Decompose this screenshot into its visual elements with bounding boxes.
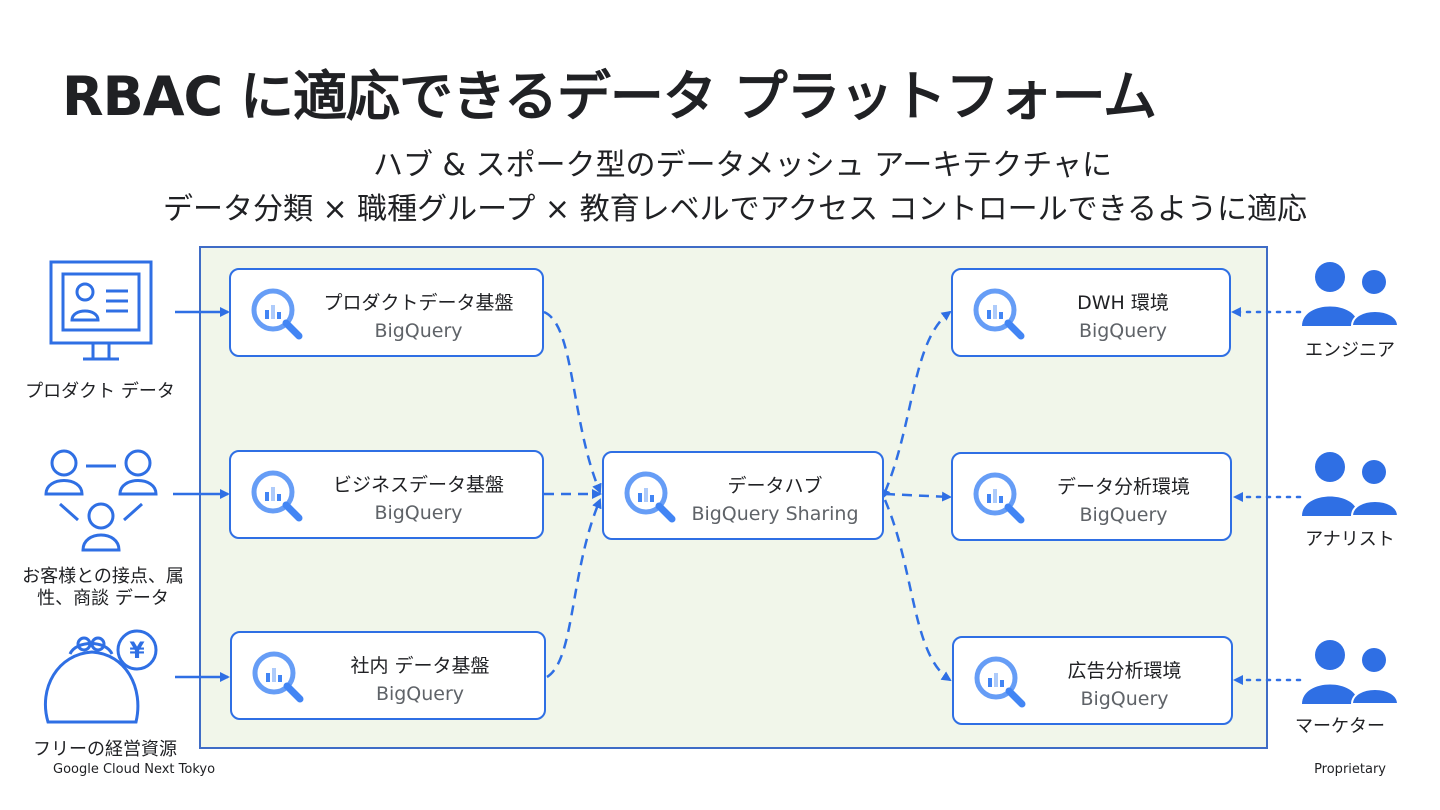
arrow-left1-hub: [543, 310, 602, 494]
node-title: ビジネスデータ基盤: [332, 474, 504, 496]
bigquery-icon: [251, 288, 303, 340]
node-title: 社内 データ基盤: [350, 655, 490, 677]
user-group-icon: [1302, 262, 1400, 327]
svg-text:¥: ¥: [129, 639, 145, 664]
node-tech: BigQuery: [374, 320, 463, 342]
source-label-customer-line2: 性、商談 データ: [37, 588, 169, 609]
bigquery-icon: [624, 471, 676, 523]
arrow-hub-right3: [883, 499, 952, 682]
subtitle-line1: ハブ & スポーク型のデータメッシュ アーキテクチャに: [372, 148, 1112, 183]
bigquery-icon: [252, 651, 304, 703]
node-analytics-environment[interactable]: データ分析環境 BigQuery: [951, 452, 1232, 541]
source-label-product: プロダクト データ: [25, 381, 175, 402]
user-group-icon: [1302, 640, 1400, 705]
node-tech: BigQuery: [374, 502, 463, 524]
arrow-hub-right1: [881, 310, 952, 500]
node-tech: BigQuery: [1078, 320, 1168, 342]
user-label-marketer: マーケター: [1295, 716, 1385, 737]
page-title: RBAC に適応できるデータ プラットフォーム: [62, 65, 1157, 128]
bigquery-icon: [973, 288, 1025, 340]
source-label-management: フリーの経営資源: [33, 739, 177, 760]
node-title: データハブ: [727, 475, 823, 497]
node-title: DWH 環境: [1077, 292, 1169, 314]
node-product-data-platform[interactable]: プロダクトデータ基盤 BigQuery: [229, 268, 544, 357]
bigquery-icon: [251, 470, 303, 522]
node-business-data-platform[interactable]: ビジネスデータ基盤 BigQuery: [229, 450, 544, 539]
monitor-profile-icon: [49, 260, 153, 361]
arrow-hub-right2: [884, 491, 952, 502]
bigquery-icon: [974, 656, 1026, 708]
bigquery-icon: [973, 472, 1025, 524]
node-tech: BigQuery: [1080, 688, 1169, 710]
node-data-hub[interactable]: データハブ BigQuery Sharing: [602, 451, 884, 540]
source-label-customer-line1: お客様との接点、属: [22, 566, 184, 587]
node-dwh-environment[interactable]: DWH 環境 BigQuery: [951, 268, 1231, 357]
subtitle-line2: データ分類 × 職種グループ × 教育レベルでアクセス コントロールできるように…: [162, 192, 1308, 227]
user-group-icon: [1302, 452, 1400, 517]
node-ad-analytics-environment[interactable]: 広告分析環境 BigQuery: [952, 636, 1233, 725]
coin-purse-yen-icon: ¥: [43, 629, 158, 724]
footer-brand: Google Cloud Next Tokyo: [53, 762, 216, 777]
people-network-icon: [44, 449, 158, 552]
node-tech: BigQuery: [375, 683, 465, 705]
node-tech: BigQuery Sharing: [691, 503, 859, 525]
node-title: プロダクトデータ基盤: [323, 292, 514, 314]
node-internal-data-platform[interactable]: 社内 データ基盤 BigQuery: [230, 631, 546, 720]
arrow-left3-hub: [546, 498, 602, 679]
user-label-engineer: エンジニア: [1305, 340, 1395, 361]
node-title: 広告分析環境: [1067, 660, 1182, 682]
node-title: データ分析環境: [1056, 476, 1190, 498]
footer-proprietary: Proprietary: [1314, 762, 1386, 777]
node-tech: BigQuery: [1079, 504, 1168, 526]
user-label-analyst: アナリスト: [1305, 529, 1395, 550]
